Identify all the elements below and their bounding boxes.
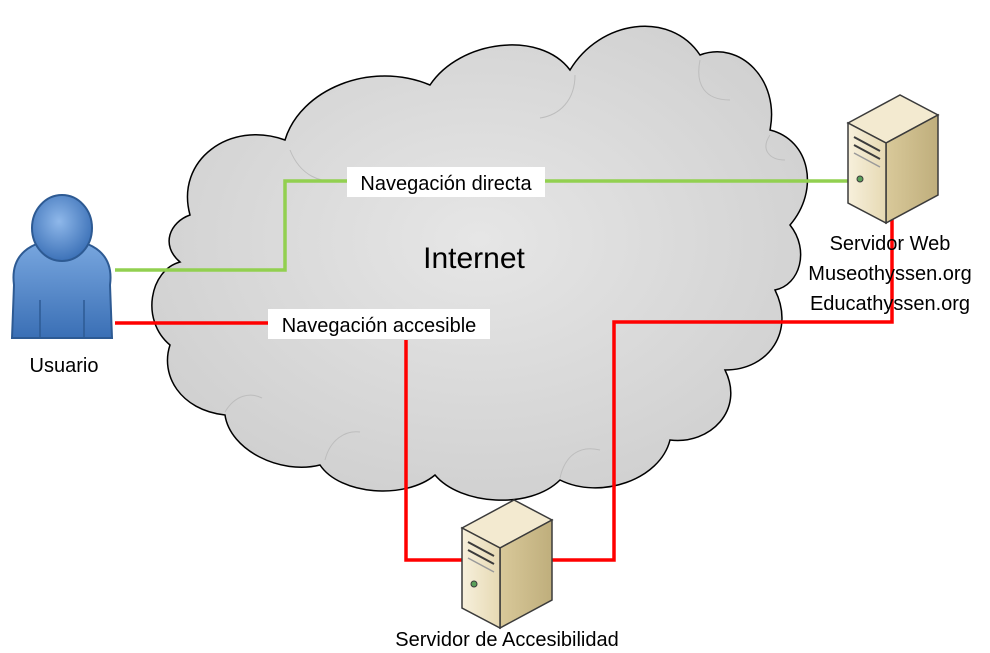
user-label: Usuario <box>30 355 99 377</box>
web-server-label-line-1: Servidor Web <box>830 233 951 255</box>
direct-label-bg <box>347 167 545 197</box>
accessible-label-bg <box>268 309 490 339</box>
cloud-inner-fold <box>224 59 786 479</box>
web-server-icon <box>846 94 940 225</box>
direct-navigation-label: Navegación directa <box>360 173 532 195</box>
direct-navigation-line <box>115 179 848 272</box>
accessible-navigation-line-to-proxy <box>404 340 464 562</box>
internet-label: Internet <box>423 242 525 275</box>
accessible-navigation-label: Navegación accesible <box>282 315 477 337</box>
accessibility-server-icon <box>460 499 554 630</box>
accessibility-server-label: Servidor de Accesibilidad <box>395 629 618 651</box>
internet-cloud <box>151 25 809 501</box>
web-server-label-line-3: Educathyssen.org <box>810 293 970 315</box>
proxy-to-webserver-line <box>548 210 894 562</box>
user-icon <box>10 194 114 339</box>
web-server-label-line-2: Museothyssen.org <box>808 263 971 285</box>
